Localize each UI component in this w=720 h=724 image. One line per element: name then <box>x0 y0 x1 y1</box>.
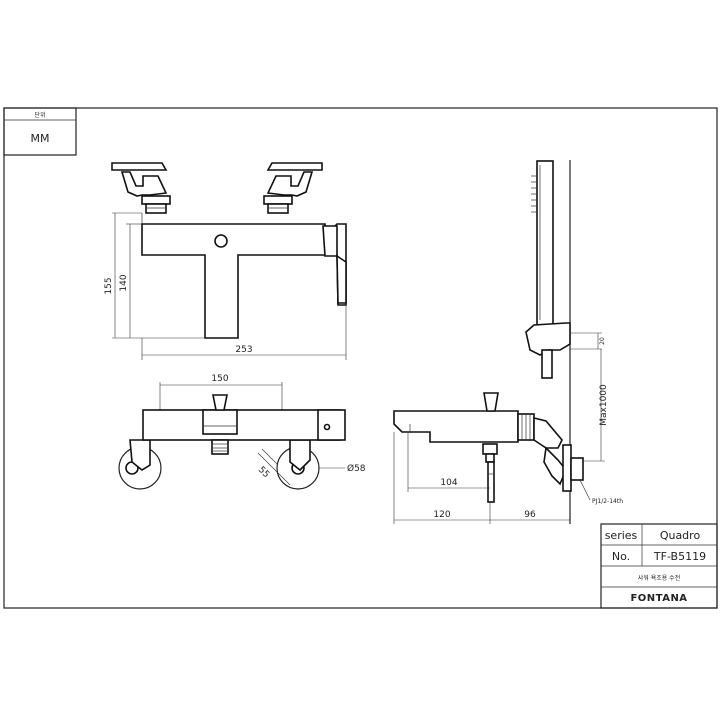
side-spout <box>487 461 495 503</box>
shower-nozzles <box>531 175 537 213</box>
hand-shower <box>536 160 554 328</box>
dim-max-1000: Max1000 <box>599 384 609 426</box>
model-no-value: TF-B5119 <box>653 550 706 563</box>
dim-55: 55 <box>256 465 271 480</box>
left-handle <box>111 162 171 214</box>
dim-155: 155 <box>104 277 114 294</box>
dim-96: 96 <box>524 510 536 520</box>
unit-box-label: 단위 <box>34 111 45 119</box>
side-view: 20 Max1000 PJ1/2-14th 104 <box>393 160 623 524</box>
dim-120: 120 <box>433 510 450 520</box>
series-label: series <box>605 529 638 542</box>
series-value: Quadro <box>660 529 701 542</box>
dim-150: 150 <box>211 374 228 384</box>
shower-holder <box>525 322 571 356</box>
top-view-diverter <box>212 394 228 411</box>
top-view-body <box>142 409 341 441</box>
diverter-button <box>214 234 228 248</box>
dim-140: 140 <box>119 274 129 291</box>
top-view: 150 55 Ø58 <box>118 374 366 490</box>
thread-spec-label: PJ1/2-14th <box>592 498 623 505</box>
sheet-border <box>3 107 718 609</box>
title-block: series Quadro No. TF-B5119 샤워 욕조용 수전 FON… <box>600 523 718 609</box>
side-wall-flange <box>562 444 572 492</box>
unit-box: 단위 MM <box>3 107 77 156</box>
front-view: 155 140 253 <box>104 162 347 360</box>
dim-20: 20 <box>599 337 606 345</box>
right-handle <box>263 162 323 214</box>
brand-name: FONTANA <box>630 593 687 604</box>
dim-104: 104 <box>440 478 457 488</box>
dim-diameter-58: Ø58 <box>347 463 366 474</box>
mixer-body <box>141 223 347 339</box>
dim-253: 253 <box>235 345 252 355</box>
model-no-label: No. <box>612 550 630 563</box>
side-body <box>393 410 519 443</box>
unit-box-value: MM <box>31 132 50 145</box>
product-description: 샤워 욕조용 수전 <box>638 574 680 582</box>
